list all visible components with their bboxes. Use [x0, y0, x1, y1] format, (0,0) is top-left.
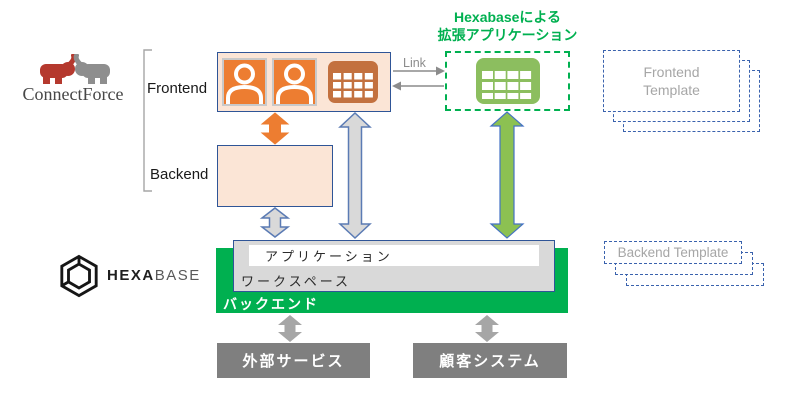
- external-service-box: 外部サービス: [217, 343, 370, 378]
- application-box: アプリケーション: [249, 245, 539, 266]
- frontend-template-label-line1: Frontend: [643, 63, 700, 80]
- hexabase-wordmark: HEXABASE: [107, 267, 201, 284]
- red-elephant-icon: [40, 54, 77, 84]
- backend-workspace-arrow: [259, 207, 291, 238]
- application-label: アプリケーション: [265, 249, 393, 264]
- backend-band-label: バックエンド: [223, 296, 319, 312]
- connectforce-elephants-icon: [40, 54, 110, 84]
- backend-template-label: Backend Template: [617, 244, 729, 260]
- table-icon: [475, 58, 540, 104]
- external-service-arrow: [278, 315, 302, 342]
- extension-workspace-arrow: [489, 111, 525, 239]
- frontend-workspace-arrow: [338, 111, 372, 240]
- backend-label: Backend: [150, 166, 209, 183]
- table-icon: [328, 61, 378, 103]
- workspace-box: アプリケーション ワークスペース: [233, 240, 555, 292]
- customer-system-arrow: [475, 315, 499, 342]
- customer-system-box: 顧客システム: [413, 343, 567, 378]
- hexabase-wordmark-light: BASE: [154, 267, 201, 284]
- hexabase-logo-icon: [60, 254, 98, 298]
- frontend-template-card: Frontend Template: [603, 50, 740, 112]
- link-arrow-left: [392, 81, 444, 91]
- link-label: Link: [403, 56, 426, 70]
- extension-title-line2: 拡張アプリケーション: [437, 27, 578, 43]
- connectforce-backend-box: [217, 145, 333, 207]
- frontend-backend-arrow: [260, 112, 290, 145]
- workspace-label: ワークスペース: [241, 274, 352, 289]
- hexabase-wordmark-bold: HEXA: [107, 267, 155, 284]
- frontend-template-label-line2: Template: [643, 82, 700, 98]
- frontend-label: Frontend: [147, 80, 208, 97]
- extension-title: Hexabaseによる 拡張アプリケーション: [420, 8, 595, 44]
- connectforce-wordmark: ConnectForce: [22, 84, 124, 104]
- external-service-label: 外部サービス: [242, 353, 345, 370]
- gray-elephant-icon: [73, 54, 110, 84]
- user-icon-glyph: [226, 63, 263, 104]
- extension-title-line1: Hexabaseによる: [454, 9, 561, 25]
- customer-system-label: 顧客システム: [439, 353, 541, 370]
- frontend-template-label: Frontend Template: [604, 51, 739, 111]
- hexabase-extension-box: [445, 51, 570, 111]
- user-icon: [272, 58, 317, 106]
- user-icon-glyph: [276, 63, 313, 104]
- user-icon: [222, 58, 267, 106]
- backend-template-card: Backend Template: [604, 241, 742, 264]
